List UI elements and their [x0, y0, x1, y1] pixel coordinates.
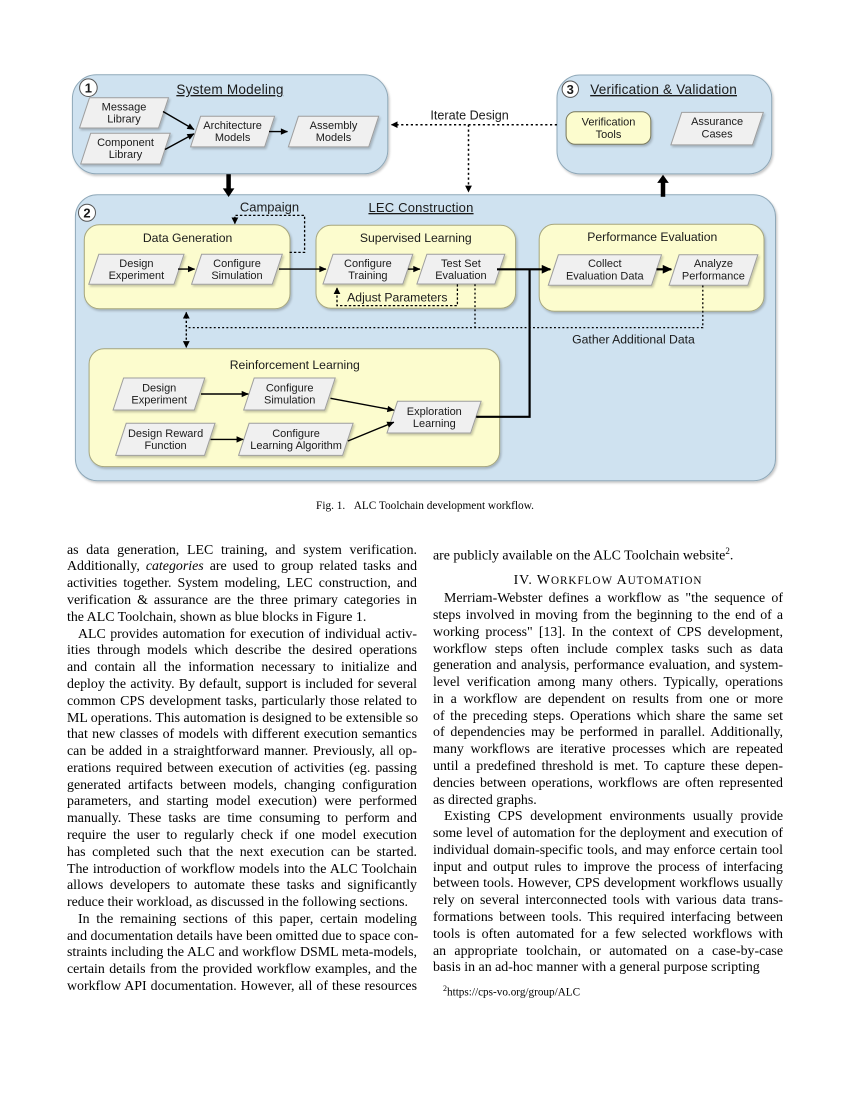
svg-text:Tools: Tools	[596, 129, 622, 141]
svg-text:Configure: Configure	[344, 258, 392, 270]
svg-text:Evaluation: Evaluation	[435, 270, 486, 282]
svg-text:Models: Models	[215, 132, 251, 144]
svg-text:Function: Function	[144, 440, 186, 452]
svg-text:Gather Additional Data: Gather Additional Data	[572, 332, 695, 346]
svg-text:Configure: Configure	[272, 428, 320, 440]
svg-text:Data Generation: Data Generation	[143, 231, 232, 245]
svg-text:Architecture: Architecture	[203, 120, 262, 132]
svg-text:System Modeling: System Modeling	[176, 82, 283, 97]
svg-text:Configure: Configure	[266, 382, 314, 394]
svg-text:1: 1	[85, 80, 92, 95]
svg-text:Evaluation Data: Evaluation Data	[566, 270, 645, 282]
svg-text:Analyze: Analyze	[694, 258, 733, 270]
svg-text:2: 2	[83, 205, 90, 220]
svg-text:Learning Algorithm: Learning Algorithm	[250, 440, 342, 452]
svg-text:Reinforcement Learning: Reinforcement Learning	[230, 358, 360, 372]
svg-text:Adjust Parameters: Adjust Parameters	[347, 291, 447, 305]
svg-text:Library: Library	[107, 114, 141, 126]
svg-text:Campaign: Campaign	[240, 200, 299, 215]
svg-text:Cases: Cases	[702, 128, 734, 140]
svg-text:Design Reward: Design Reward	[128, 428, 203, 440]
svg-text:Library: Library	[109, 149, 143, 161]
svg-text:LEC Construction: LEC Construction	[368, 200, 473, 215]
svg-text:Simulation: Simulation	[211, 270, 262, 282]
svg-text:Supervised Learning: Supervised Learning	[360, 231, 472, 245]
svg-text:3: 3	[567, 82, 574, 97]
svg-text:Simulation: Simulation	[264, 395, 315, 407]
svg-text:Assurance: Assurance	[691, 116, 743, 128]
svg-text:Exploration: Exploration	[407, 406, 462, 418]
svg-text:Performance: Performance	[682, 270, 745, 282]
svg-text:Component: Component	[97, 137, 154, 149]
svg-text:Performance Evaluation: Performance Evaluation	[587, 230, 717, 244]
svg-text:Design: Design	[119, 258, 153, 270]
svg-text:Iterate Design: Iterate Design	[430, 109, 508, 123]
svg-text:Message: Message	[102, 102, 147, 114]
svg-text:Learning: Learning	[413, 418, 456, 430]
svg-text:Verification & Validation: Verification & Validation	[590, 82, 737, 97]
svg-text:Experiment: Experiment	[109, 270, 165, 282]
svg-text:Assembly: Assembly	[310, 120, 358, 132]
svg-text:Design: Design	[142, 382, 176, 394]
svg-text:Test Set: Test Set	[441, 258, 481, 270]
svg-text:Training: Training	[348, 270, 387, 282]
svg-text:Experiment: Experiment	[131, 395, 187, 407]
svg-text:Configure: Configure	[213, 258, 261, 270]
svg-text:Collect: Collect	[588, 258, 622, 270]
svg-text:Verification: Verification	[582, 117, 636, 129]
svg-text:Models: Models	[316, 132, 352, 144]
